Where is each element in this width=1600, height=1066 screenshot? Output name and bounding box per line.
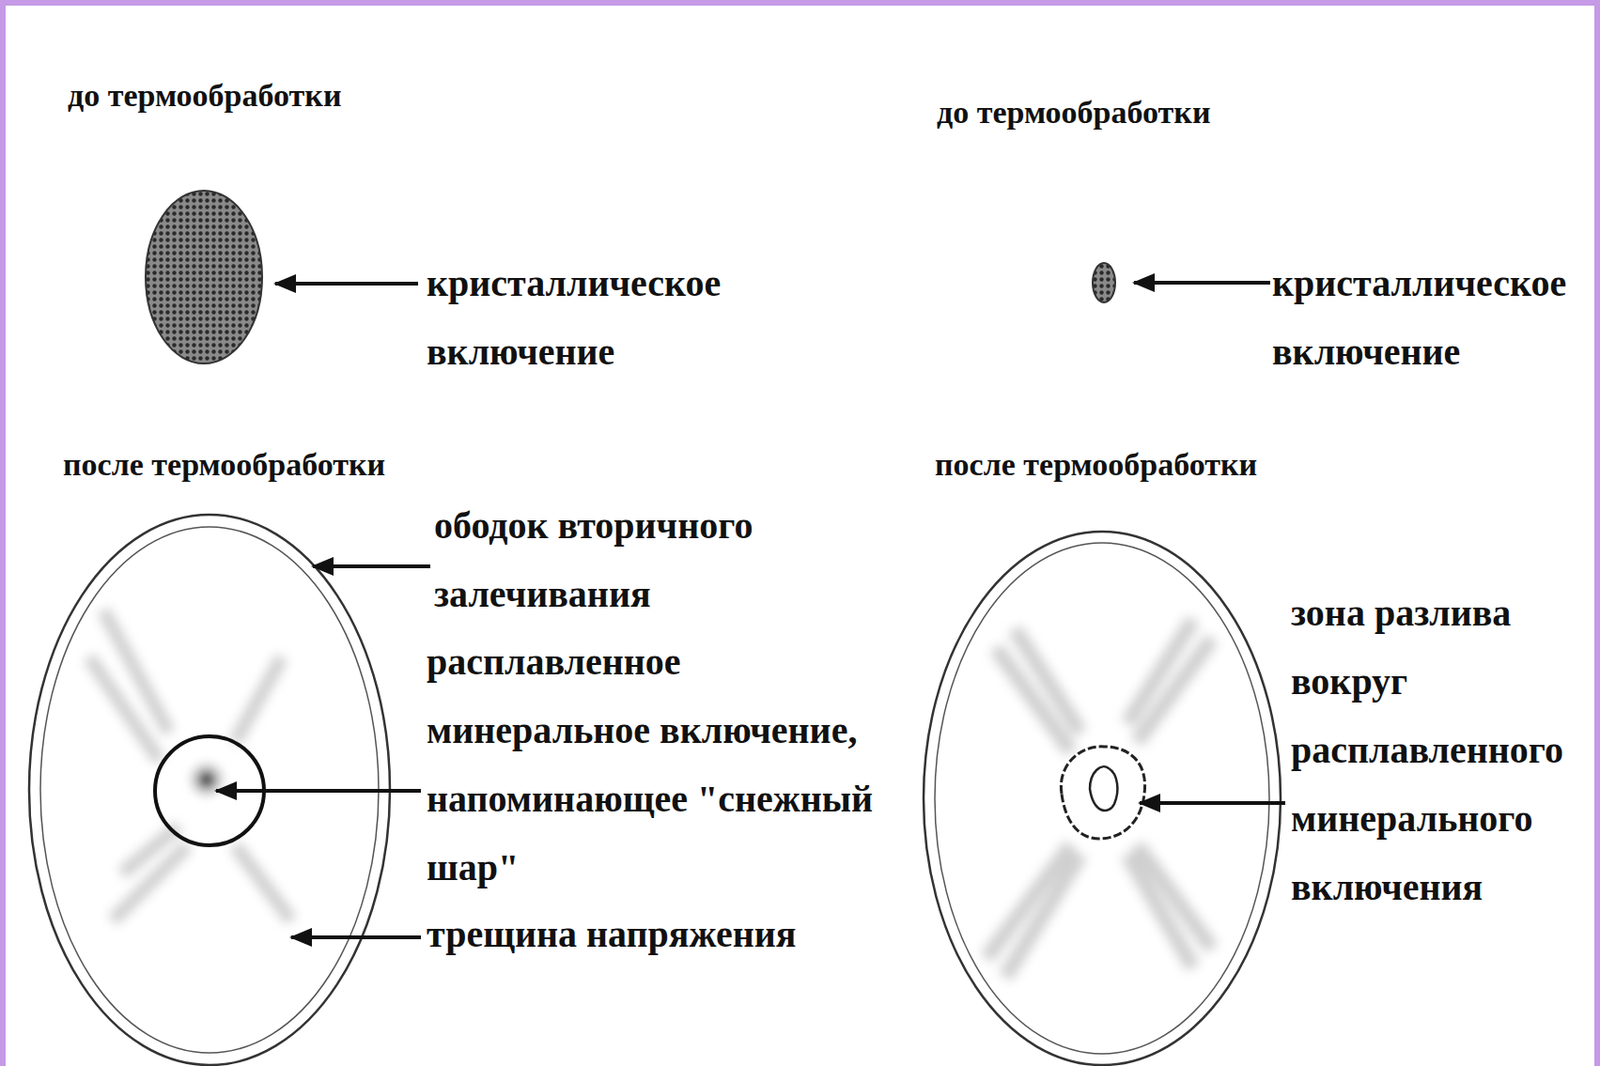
- stage-heading: до термообработки: [67, 77, 342, 115]
- spill-zone-halo: [986, 620, 1212, 978]
- callout-label: кристаллическое включение: [426, 248, 775, 387]
- callout-label: трещина напряжения: [426, 900, 953, 969]
- melted-inclusion: [1089, 766, 1118, 811]
- callout-label: кристаллическое включение: [1272, 248, 1594, 387]
- outer-rim: [934, 543, 1270, 1055]
- leader-arrow: [1133, 280, 1271, 285]
- stage-heading: после термообработки: [62, 446, 386, 484]
- stage-heading: до термообработки: [936, 93, 1212, 132]
- spill-zone: [1060, 746, 1145, 839]
- callout-label: зона разлива вокруг расплавленного минер…: [1290, 578, 1594, 922]
- snowball-core: [182, 755, 232, 805]
- leader-arrow: [216, 789, 421, 793]
- leader-arrow: [275, 281, 419, 286]
- leader-arrow: [1139, 801, 1286, 806]
- callout-label: расплавленное минеральное включение, нап…: [426, 627, 897, 902]
- stress-crack-halo: [89, 610, 292, 921]
- leader-arrow: [291, 935, 421, 940]
- outer-rim: [923, 531, 1281, 1066]
- leader-arrow: [312, 564, 431, 569]
- callout-label: ободок вторичного залечивания: [434, 491, 829, 629]
- crystal-inclusion: [145, 190, 263, 364]
- crystal-inclusion: [1092, 263, 1116, 303]
- stage-heading: после термообработки: [934, 446, 1258, 484]
